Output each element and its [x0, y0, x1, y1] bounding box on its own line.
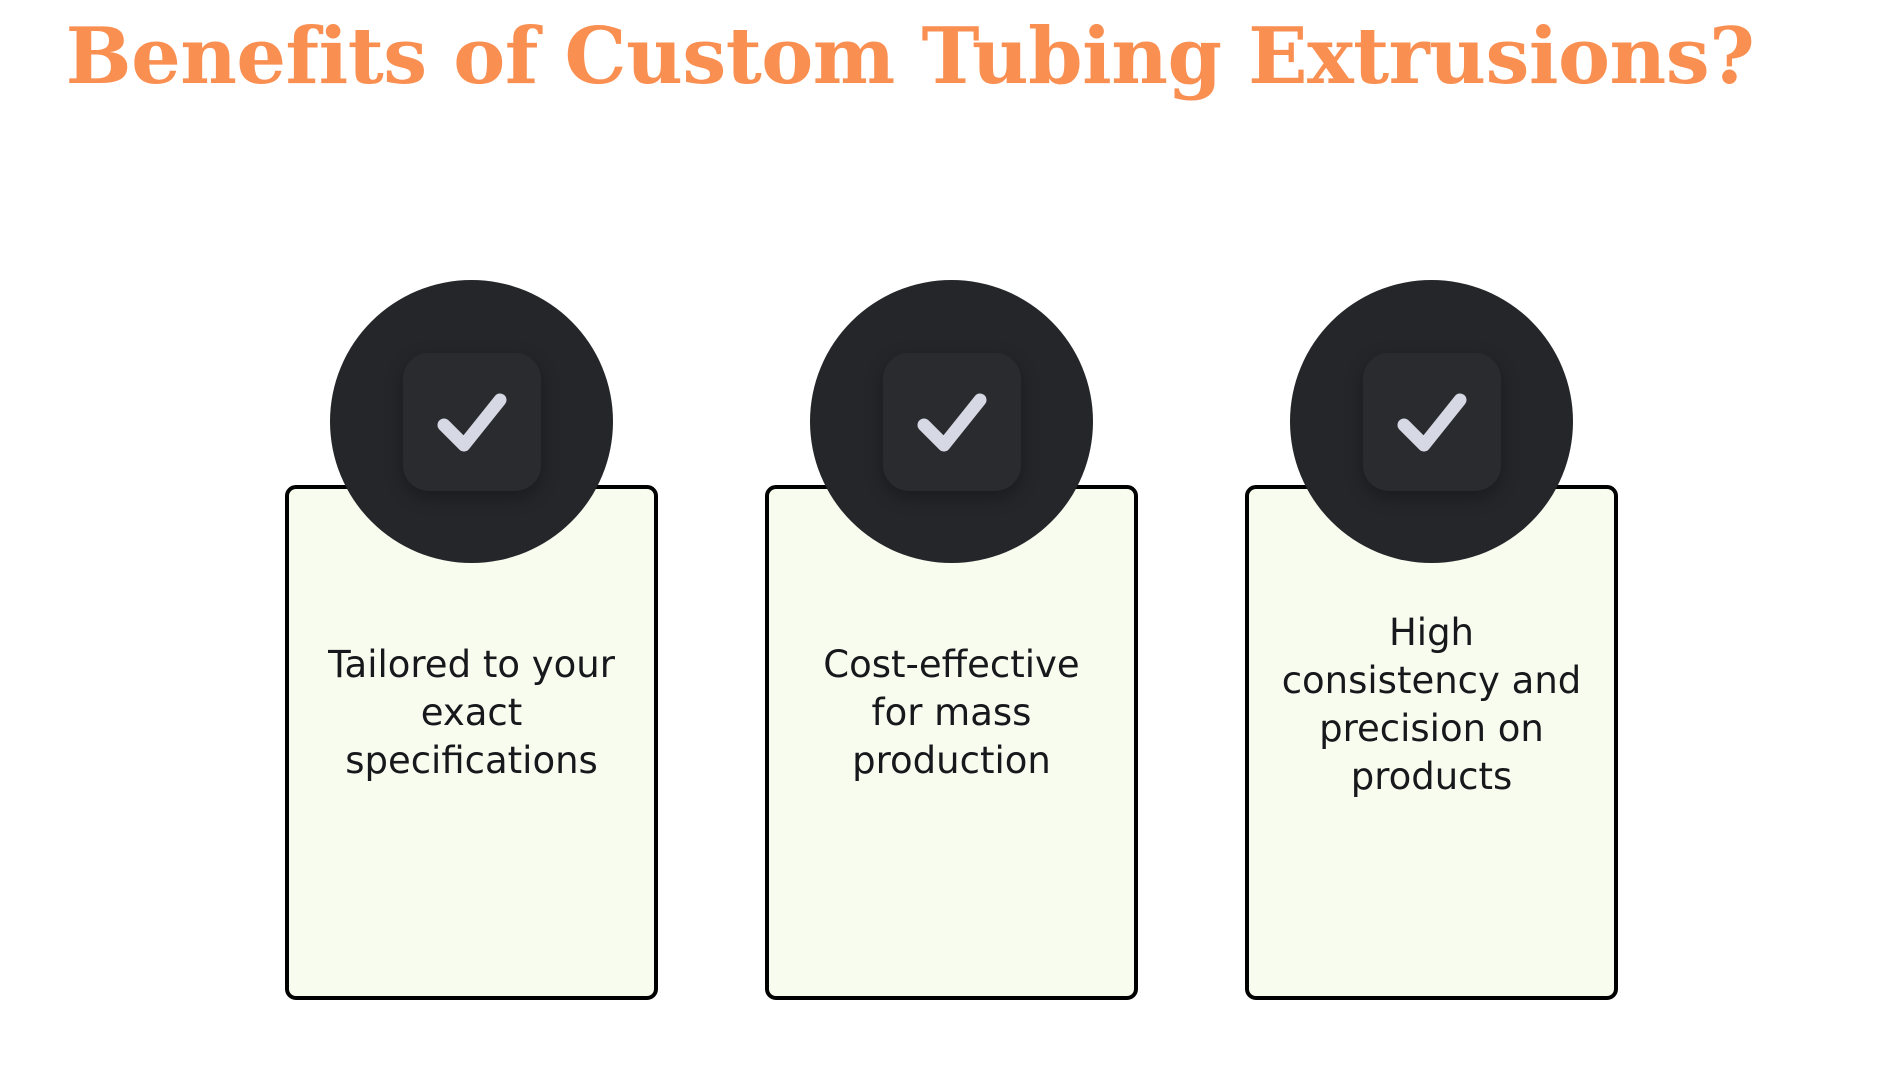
benefit-card-2[interactable]: Cost-effective for mass production — [765, 485, 1138, 1000]
benefit-card-1[interactable]: Tailored to your exact specifications — [285, 485, 658, 1000]
benefit-cards-row: Tailored to your exact specifications Co… — [285, 280, 1618, 1010]
check-icon — [437, 393, 506, 451]
benefit-card-3-badge — [1290, 280, 1573, 563]
benefit-card-1-text: Tailored to your exact specifications — [328, 643, 615, 783]
check-icon — [917, 393, 986, 451]
benefit-card-3[interactable]: High consistency and precision on produc… — [1245, 485, 1618, 1000]
badge-inner-square — [402, 352, 541, 491]
check-icon — [1397, 393, 1466, 451]
benefit-card-2-badge — [810, 280, 1093, 563]
page-title: Benefits of Custom Tubing Extrusions? — [65, 11, 1755, 102]
badge-inner-square — [882, 352, 1021, 491]
benefit-card-1-badge — [330, 280, 613, 563]
benefit-card-2-text: Cost-effective for mass production — [823, 643, 1080, 783]
badge-inner-square — [1362, 352, 1501, 491]
benefit-card-3-text: High consistency and precision on produc… — [1281, 611, 1582, 799]
